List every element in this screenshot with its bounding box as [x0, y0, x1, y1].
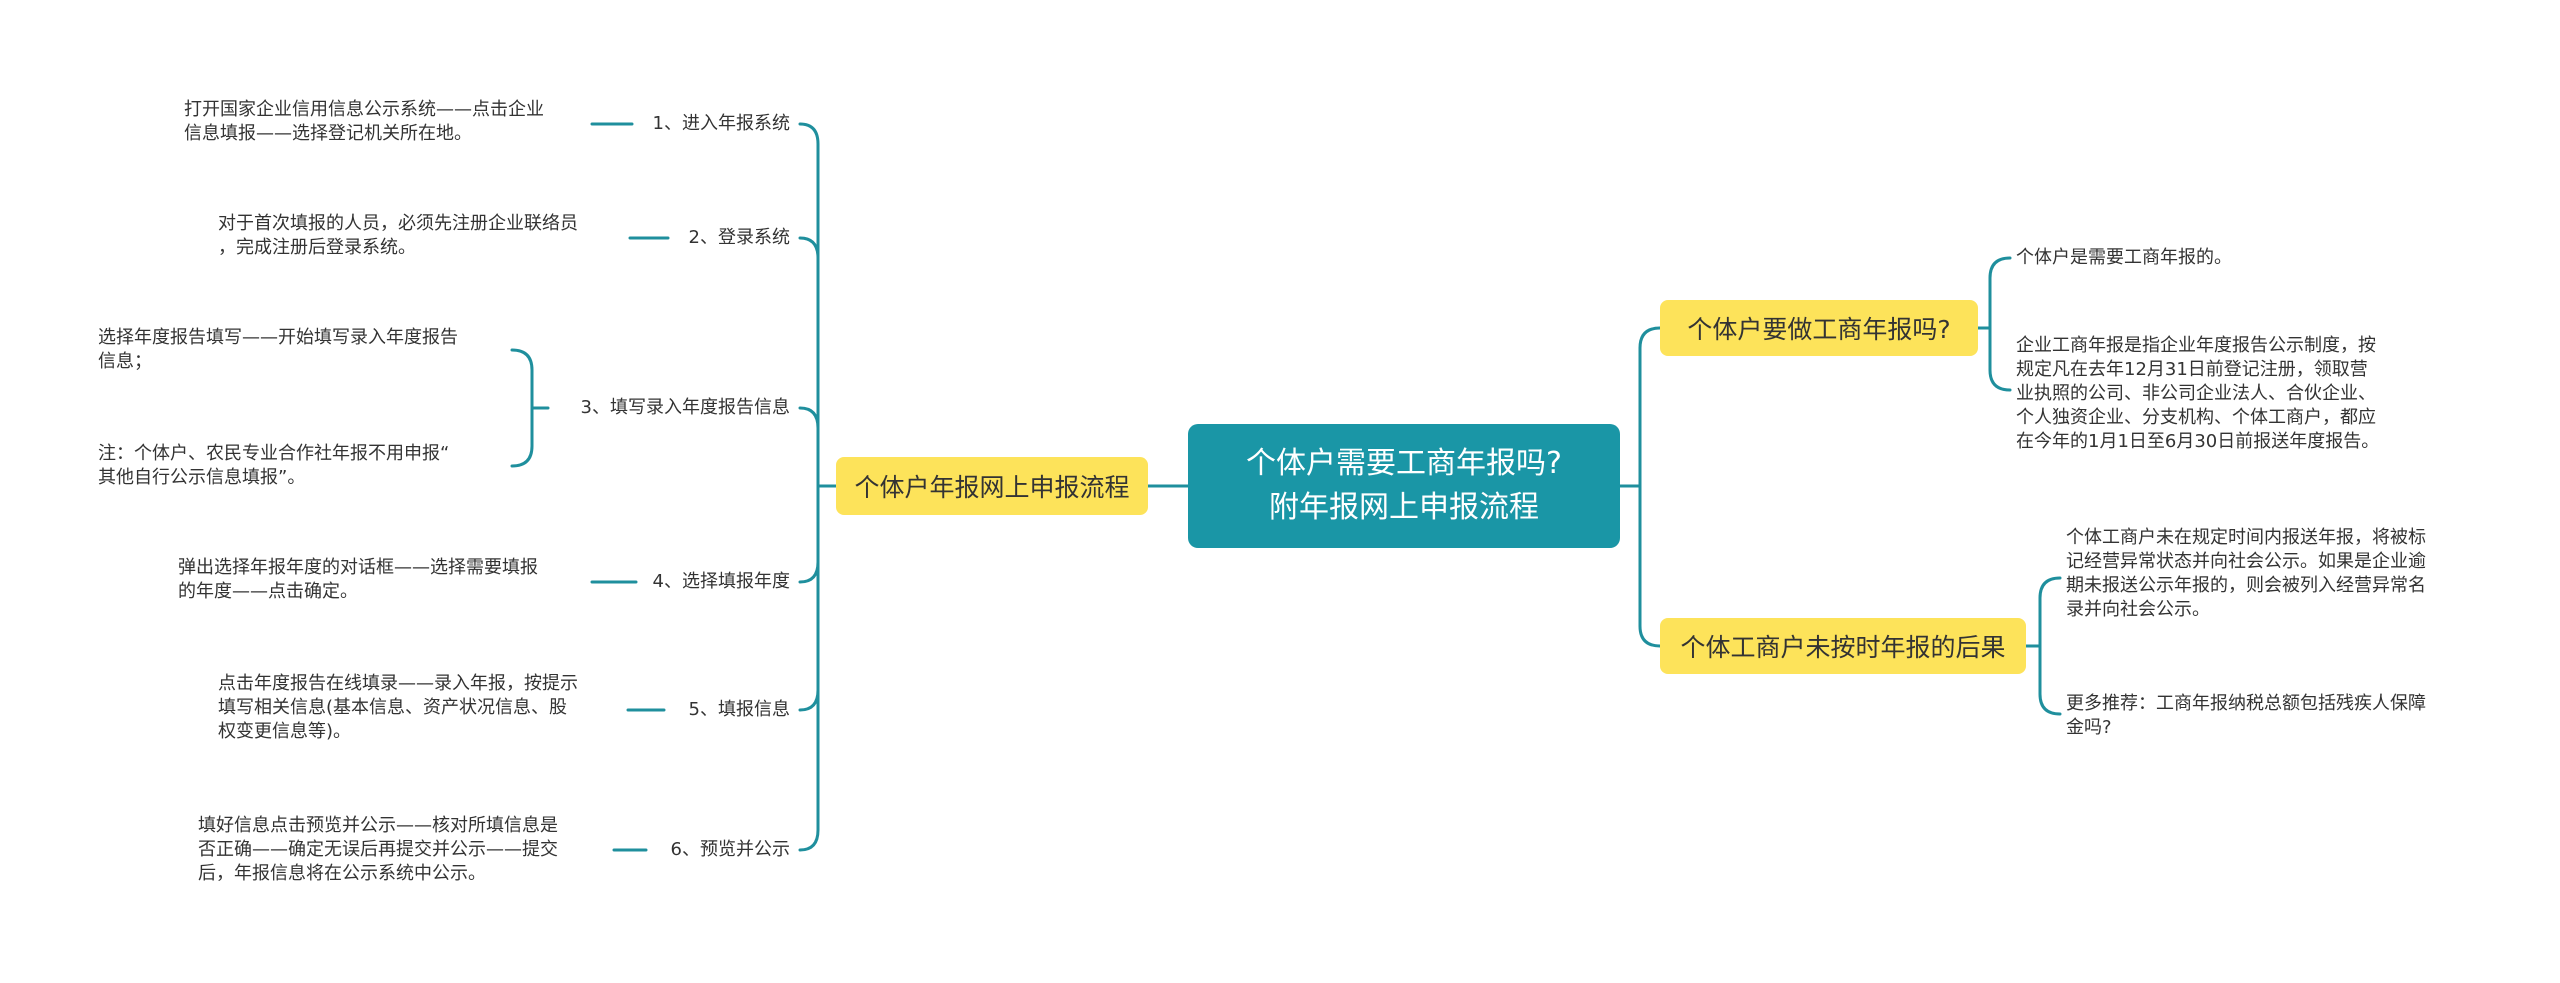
root-topic[interactable]: 个体户需要工商年报吗? 附年报网上申报流程 — [1188, 424, 1620, 548]
more-recommendation: 更多推荐：工商年报纳税总额包括残疾人保障 金吗? — [2066, 693, 2426, 738]
branch-label: 个体户要做工商年报吗? — [1687, 315, 1951, 344]
step-5-detail: 点击年度报告在线填录——录入年报，按提示 填写相关信息(基本信息、资产状况信息、… — [218, 673, 578, 742]
branch-left-filing-process[interactable]: 个体户年报网上申报流程 — [836, 457, 1148, 515]
need-report-answer: 个体户是需要工商年报的。 — [2016, 247, 2232, 268]
root-title-line2: 附年报网上申报流程 — [1269, 490, 1539, 525]
branch-right-need-annual-report[interactable]: 个体户要做工商年报吗? — [1660, 300, 1978, 356]
step-2-detail: 对于首次填报的人员，必须先注册企业联络员 ，完成注册后登录系统。 — [218, 213, 578, 258]
step-1-detail: 打开国家企业信用信息公示系统——点击企业 信息填报——选择登记机关所在地。 — [184, 99, 544, 144]
need-report-explanation: 企业工商年报是指企业年度报告公示制度，按 规定凡在去年12月31日前登记注册，领… — [2016, 335, 2380, 452]
step-6-label: 6、预览并公示 — [670, 839, 790, 860]
connector — [1618, 326, 1662, 648]
consequence-explanation: 个体工商户未在规定时间内报送年报，将被标 记经营异常状态并向社会公示。如果是企业… — [2066, 527, 2426, 620]
step-6-detail: 填好信息点击预览并公示——核对所填信息是 否正确——确定无误后再提交并公示——提… — [198, 815, 558, 884]
connector — [1976, 256, 2012, 392]
connector — [798, 122, 838, 852]
branch-label: 个体工商户未按时年报的后果 — [1680, 633, 2006, 662]
step-3-detail-a: 选择年度报告填写——开始填写录入年度报告 信息； — [98, 327, 458, 372]
step-4-detail: 弹出选择年报年度的对话框——选择需要填报 的年度——点击确定。 — [178, 557, 538, 602]
branch-right-late-report-consequence[interactable]: 个体工商户未按时年报的后果 — [1660, 618, 2026, 674]
step-2-label: 2、登录系统 — [688, 227, 790, 248]
step-5-label: 5、填报信息 — [688, 699, 790, 720]
connector — [510, 348, 550, 468]
step-4-label: 4、选择填报年度 — [652, 571, 790, 592]
root-title-line1: 个体户需要工商年报吗? — [1246, 446, 1562, 481]
step-3-detail-b: 注：个体户、农民专业合作社年报不用申报“ 其他自行公示信息填报”。 — [98, 443, 450, 488]
step-3-label: 3、填写录入年度报告信息 — [580, 397, 790, 418]
branch-label: 个体户年报网上申报流程 — [854, 473, 1130, 502]
step-1-label: 1、进入年报系统 — [652, 113, 790, 134]
connector — [2024, 576, 2062, 716]
